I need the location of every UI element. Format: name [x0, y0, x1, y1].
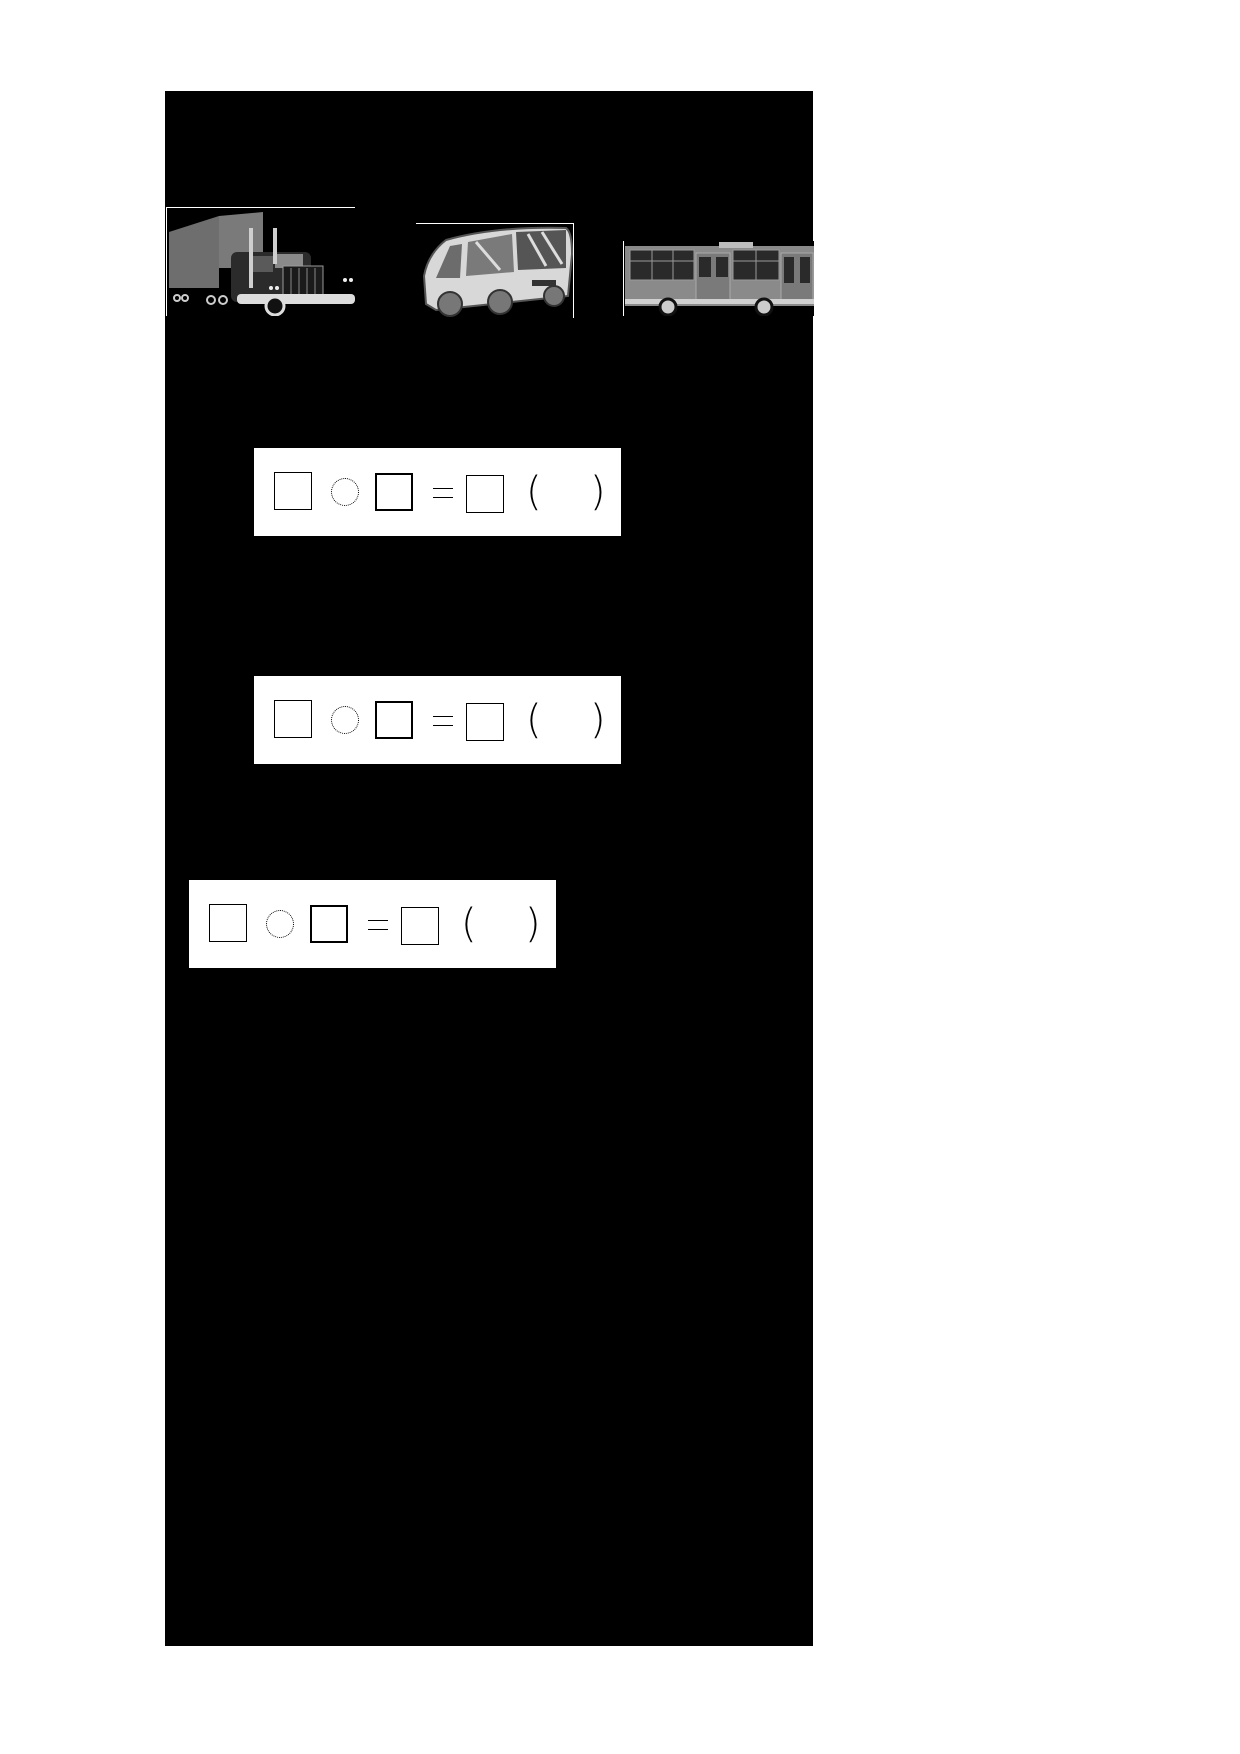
- operator-circle[interactable]: [331, 478, 359, 506]
- worksheet-page: [165, 91, 813, 1646]
- unit-close-paren: ): [590, 697, 606, 743]
- result-box[interactable]: [466, 475, 504, 513]
- equation-box-2: ( ): [254, 676, 621, 764]
- operand-b-box[interactable]: [375, 473, 413, 511]
- equals-sign: [368, 920, 388, 930]
- operand-a-box[interactable]: [274, 700, 312, 738]
- operator-circle[interactable]: [266, 910, 294, 938]
- unit-open-paren: (: [461, 901, 477, 947]
- equation-box-3: ( ): [189, 880, 556, 968]
- operand-a-box[interactable]: [274, 472, 312, 510]
- operator-circle[interactable]: [331, 706, 359, 734]
- bus-image: [623, 241, 814, 316]
- equation-box-1: ( ): [254, 448, 621, 536]
- equals-sign: [433, 488, 453, 498]
- van-image: [416, 223, 574, 318]
- result-box[interactable]: [401, 907, 439, 945]
- unit-open-paren: (: [526, 469, 542, 515]
- operand-b-box[interactable]: [375, 701, 413, 739]
- operand-a-box[interactable]: [209, 904, 247, 942]
- bus-icon: [625, 242, 814, 316]
- van-icon: [422, 226, 573, 317]
- operand-b-box[interactable]: [310, 905, 348, 943]
- result-box[interactable]: [466, 703, 504, 741]
- truck-image: [166, 207, 355, 316]
- unit-close-paren: ): [525, 901, 541, 947]
- truck-icon: [169, 212, 355, 316]
- unit-close-paren: ): [590, 469, 606, 515]
- equals-sign: [433, 716, 453, 726]
- unit-open-paren: (: [526, 697, 542, 743]
